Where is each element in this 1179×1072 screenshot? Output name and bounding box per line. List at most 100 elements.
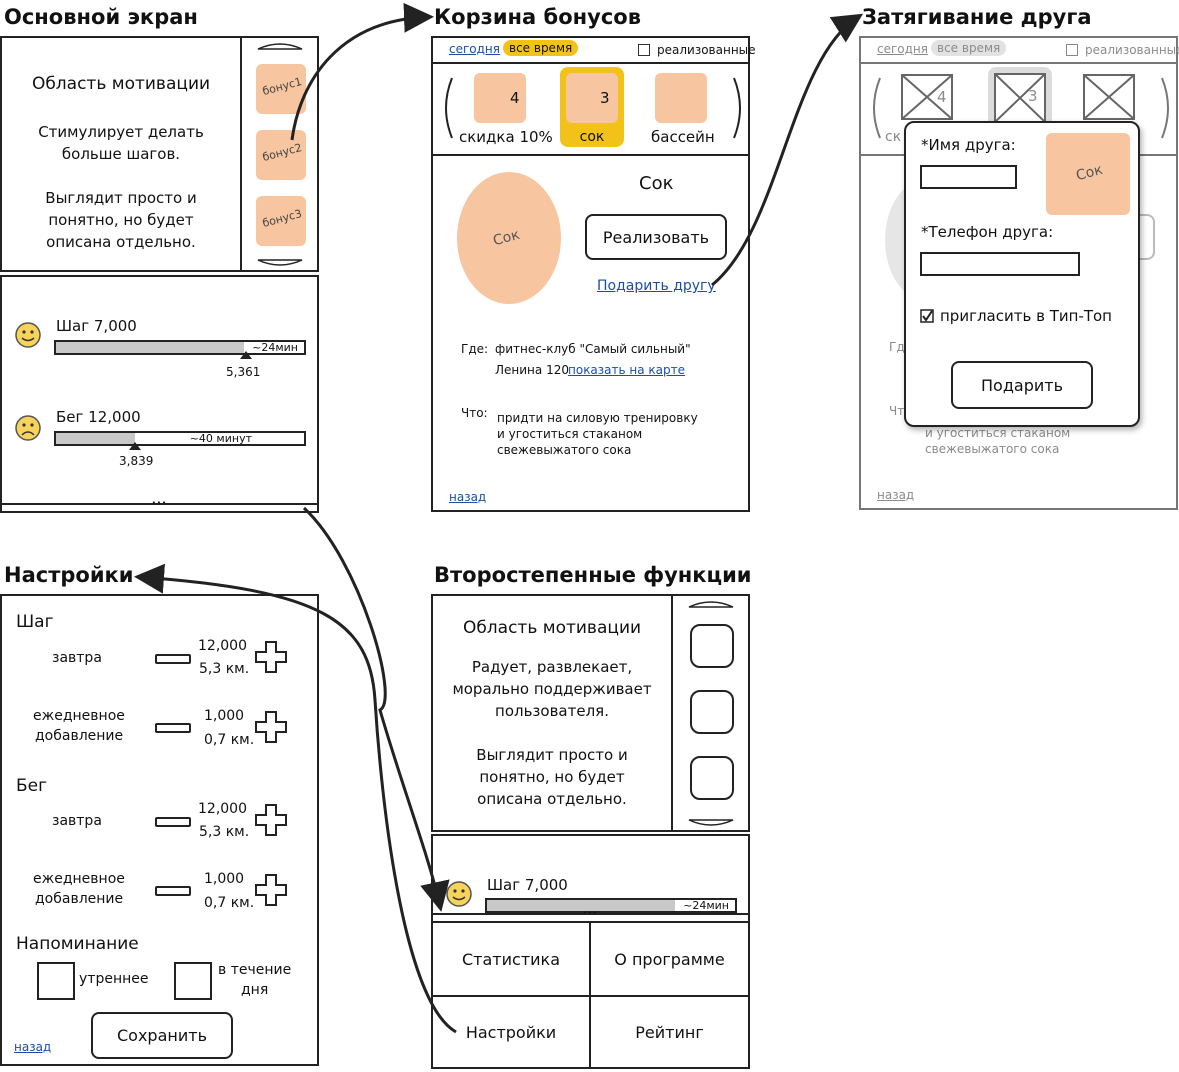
reminder-heading: Напоминание	[16, 934, 139, 954]
step-heading: Шаг	[16, 612, 54, 632]
bonus-cart-screen: сегодня все время реализованные 4 скидка…	[431, 36, 756, 512]
daytime-label: в течение	[218, 962, 292, 978]
back-link[interactable]: назад	[449, 490, 487, 504]
tomorrow-label: завтра	[52, 650, 102, 666]
menu-statistics[interactable]: Статистика	[431, 921, 591, 997]
step-goal-label: Шаг 7,000	[487, 876, 568, 894]
filter-today[interactable]: сегодня	[449, 42, 500, 56]
bonus-count: 3	[600, 89, 610, 107]
bonus-detail-title: Сок	[639, 173, 674, 194]
bonus-carousel: 4 скидка 10% 3 сок бассейн	[433, 62, 748, 156]
bonus-tile[interactable]: бонус1	[256, 64, 306, 114]
motivation-line: описана отдельно.	[46, 233, 196, 251]
plus-icon[interactable]	[254, 803, 288, 837]
motivation-area: Область мотивации Стимулирует делать бол…	[0, 36, 242, 272]
plus-icon[interactable]	[254, 873, 288, 907]
scroll-down-icon[interactable]	[256, 258, 304, 268]
scroll-down-icon[interactable]	[687, 818, 735, 828]
carousel-right-icon[interactable]	[732, 76, 746, 140]
motivation-line: морально поддерживает	[452, 680, 652, 698]
title-bonus-cart: Корзина бонусов	[434, 5, 641, 29]
morning-reminder-checkbox[interactable]	[37, 962, 75, 1000]
daytime-label: дня	[241, 982, 269, 998]
motivation-line: описана отдельно.	[477, 790, 627, 808]
filter-used-checkbox[interactable]	[638, 44, 650, 56]
bonus-item-label: бассейн	[651, 128, 715, 146]
invite-checkbox-icon[interactable]	[920, 309, 934, 323]
bonus-count: 4	[510, 89, 520, 107]
scroll-up-icon[interactable]	[687, 599, 735, 609]
daily-label: добавление	[35, 728, 124, 744]
friend-name-label: *Имя друга:	[921, 136, 1016, 154]
back-link[interactable]: назад	[877, 488, 915, 502]
bonus-scroller[interactable]: бонус1 бонус2 бонус3	[240, 36, 319, 272]
title-main-screen: Основной экран	[4, 5, 198, 29]
run-marker-icon	[128, 442, 141, 450]
filter-used-label: реализованные	[657, 43, 756, 57]
bonus-slot[interactable]	[690, 690, 734, 734]
carousel-left-icon	[873, 77, 881, 139]
gift-friend-dialog: *Имя друга: Сок *Телефон друга: пригласи…	[904, 121, 1140, 427]
gift-friend-link[interactable]: Подарить другу	[597, 278, 716, 294]
plus-icon[interactable]	[254, 710, 288, 744]
bonus-tile[interactable]: бонус3	[256, 196, 306, 246]
placeholder-image-icon	[901, 74, 953, 120]
scroll-up-icon[interactable]	[256, 41, 304, 51]
friend-phone-input[interactable]	[920, 252, 1080, 276]
run-tomorrow-value: 12,000	[198, 801, 247, 817]
bonus-label: бонус1	[261, 75, 304, 98]
step-tomorrow-minus[interactable]	[155, 654, 191, 664]
what-label: Что:	[461, 406, 488, 420]
daily-label: ежедневное	[33, 871, 125, 887]
carousel-left-icon[interactable]	[440, 76, 454, 140]
gift-image-label: Сок	[1074, 161, 1105, 185]
bonus-item-label: скидка 10%	[459, 128, 553, 146]
bonus-item[interactable]	[655, 73, 707, 123]
motivation-line: пользователя.	[495, 702, 609, 720]
run-daily-minus[interactable]	[155, 886, 191, 896]
smiley-happy-icon	[15, 322, 41, 348]
run-tomorrow-minus[interactable]	[155, 817, 191, 827]
show-map-link[interactable]: показать на карте	[568, 363, 686, 377]
filter-all-time[interactable]: все время	[503, 40, 579, 56]
save-button[interactable]: Сохранить	[91, 1012, 233, 1059]
bonus-item[interactable]: 4	[474, 73, 526, 123]
plus-icon[interactable]	[254, 640, 288, 674]
menu-rating[interactable]: Рейтинг	[589, 995, 750, 1069]
bonus-item-selected[interactable]: 3 сок	[560, 67, 624, 147]
run-progress-fill	[56, 433, 136, 444]
daytime-reminder-checkbox[interactable]	[174, 962, 212, 1000]
bonus-scroller[interactable]	[671, 594, 750, 832]
bonus-detail-image: Сок	[457, 172, 561, 304]
expand-handle[interactable]: •••	[0, 499, 319, 513]
step-daily-minus[interactable]	[155, 723, 191, 733]
tomorrow-label: завтра	[52, 813, 102, 829]
where-line: Ленина 120	[495, 363, 569, 377]
gift-submit-button[interactable]: Подарить	[951, 361, 1093, 409]
step-goal-label: Шаг 7,000	[56, 317, 137, 335]
smiley-happy-icon	[446, 881, 472, 907]
back-link[interactable]: назад	[14, 1040, 52, 1054]
bonus-tile[interactable]: бонус2	[256, 130, 306, 180]
what-line: придти на силовую тренировку	[497, 411, 698, 425]
step-tomorrow-km: 5,3 км.	[199, 661, 250, 677]
menu-settings[interactable]: Настройки	[431, 995, 591, 1069]
motivation-line: Выглядит просто и	[476, 746, 628, 764]
bonus-count: 4	[937, 88, 947, 106]
invite-label: пригласить в Тип-Топ	[940, 307, 1112, 325]
run-progress-bar: ~40 минут	[54, 431, 306, 446]
run-tomorrow-km: 5,3 км.	[199, 824, 250, 840]
step-daily-value: 1,000	[204, 708, 245, 724]
redeem-button[interactable]: Реализовать	[585, 214, 727, 260]
where-label: Где:	[461, 342, 489, 356]
bonus-count: 3	[1028, 87, 1038, 105]
step-progress-fill	[487, 900, 676, 911]
what-line: и угоститься стаканом	[497, 427, 643, 441]
filter-all-time: все время	[931, 40, 1007, 56]
friend-name-input[interactable]	[920, 165, 1017, 189]
menu-about[interactable]: О программе	[589, 921, 750, 997]
what-line: свежевыжатого сока	[497, 443, 632, 457]
bonus-slot[interactable]	[690, 624, 734, 668]
bonus-slot[interactable]	[690, 756, 734, 800]
filter-bar: сегодня все время реализованные	[433, 38, 756, 64]
